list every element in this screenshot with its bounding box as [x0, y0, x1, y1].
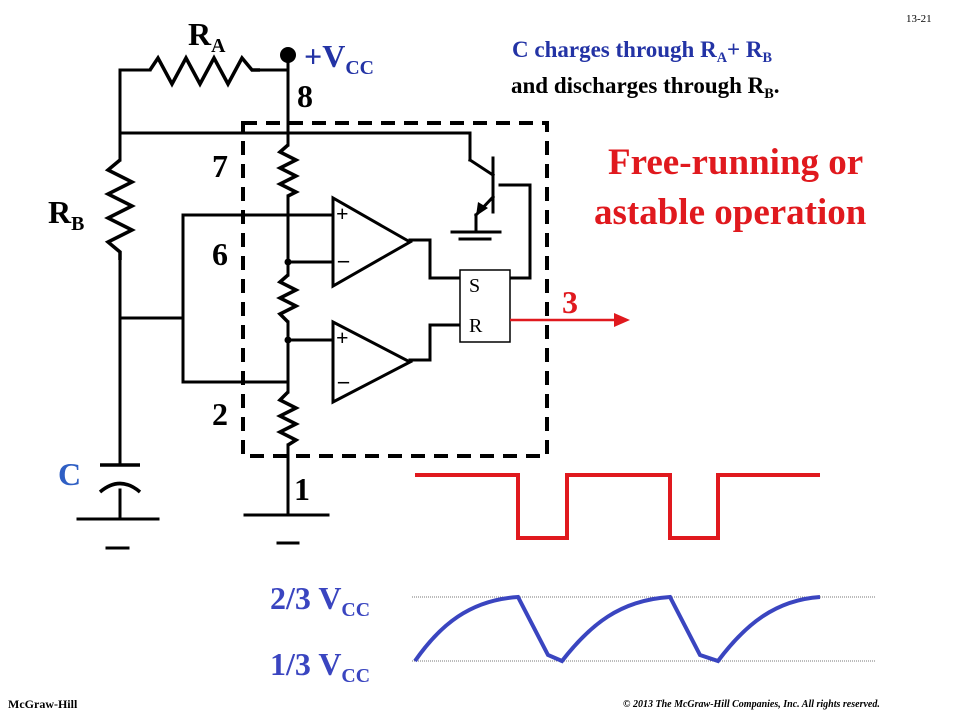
title-line-1: Free-running or — [608, 142, 864, 183]
note-line-1-text: charges through R — [528, 37, 717, 62]
level-lower-sub: CC — [341, 664, 371, 687]
vcc-label-sub: CC — [345, 56, 374, 79]
capacitor-voltage-wave — [413, 594, 821, 664]
resistor-rb — [104, 158, 136, 260]
note-line-2-text: and discharges through R — [511, 73, 765, 98]
comparator-lower-minus: – — [338, 368, 349, 393]
output-arrow — [510, 313, 630, 327]
note-line-1-plus: + R — [726, 37, 763, 62]
pin-6-label: 6 — [212, 236, 228, 272]
transistor-emitter-arrow — [476, 202, 488, 216]
note-line-2-period: . — [773, 73, 780, 98]
level-upper-main: 2/3 V — [270, 580, 342, 616]
latch-r-label: R — [469, 315, 483, 337]
resistor-ra — [148, 54, 260, 88]
copyright-label: © 2013 The McGraw-Hill Companies, Inc. A… — [623, 699, 880, 710]
comparator-upper-minus: – — [338, 247, 349, 272]
pin-8-label: 8 — [297, 78, 313, 114]
divider-resistor-1 — [276, 143, 300, 198]
capacitor-label: C — [58, 456, 82, 492]
comparator-lower — [331, 319, 414, 405]
resistors — [104, 54, 300, 447]
vcc-label-main: +V — [304, 38, 346, 74]
capacitor — [98, 463, 142, 494]
slide-number: 13-21 — [906, 13, 932, 25]
comparator-upper-plus: + — [336, 201, 349, 226]
rb-label: RB — [48, 196, 84, 235]
note-line-2-sub: B — [764, 85, 774, 102]
note-line-2: and discharges through RB. — [511, 74, 780, 101]
note-c: C — [512, 37, 529, 62]
pin-2-label: 2 — [212, 396, 228, 432]
vcc-node-dot — [280, 47, 296, 63]
ra-label: RA — [188, 18, 225, 57]
title-line-2: astable operation — [594, 192, 867, 233]
pin-1-label: 1 — [294, 471, 310, 507]
output-square-wave — [415, 473, 820, 540]
comparators — [331, 195, 414, 405]
pin-7-label: 7 — [212, 148, 228, 184]
comparator-lower-plus: + — [336, 325, 349, 350]
level-upper-sub: CC — [341, 598, 371, 621]
ra-label-main: R — [188, 16, 212, 52]
comparator-upper — [331, 195, 414, 289]
level-upper-label: 2/3 VCC — [270, 582, 370, 621]
latch-s-label: S — [469, 275, 481, 297]
rb-label-main: R — [48, 194, 72, 230]
pin-3-label: 3 — [562, 284, 578, 320]
ic-boundary — [241, 121, 549, 458]
rb-label-sub: B — [71, 212, 85, 235]
publisher-label: McGraw-Hill — [8, 697, 78, 711]
note-line-1: C charges through RA+ RB — [512, 38, 772, 65]
node-dot-lower — [284, 336, 292, 344]
node-dot-upper — [284, 258, 292, 266]
note-sub-b: B — [762, 49, 772, 66]
ra-label-sub: A — [211, 34, 226, 57]
level-lower-main: 1/3 V — [270, 646, 342, 682]
vcc-label: +VCC — [304, 40, 374, 79]
divider-resistor-3 — [276, 390, 300, 447]
divider-resistor-2 — [276, 273, 300, 324]
sr-latch — [459, 269, 511, 343]
level-lower-label: 1/3 VCC — [270, 648, 370, 687]
note-sub-a: A — [716, 49, 727, 66]
